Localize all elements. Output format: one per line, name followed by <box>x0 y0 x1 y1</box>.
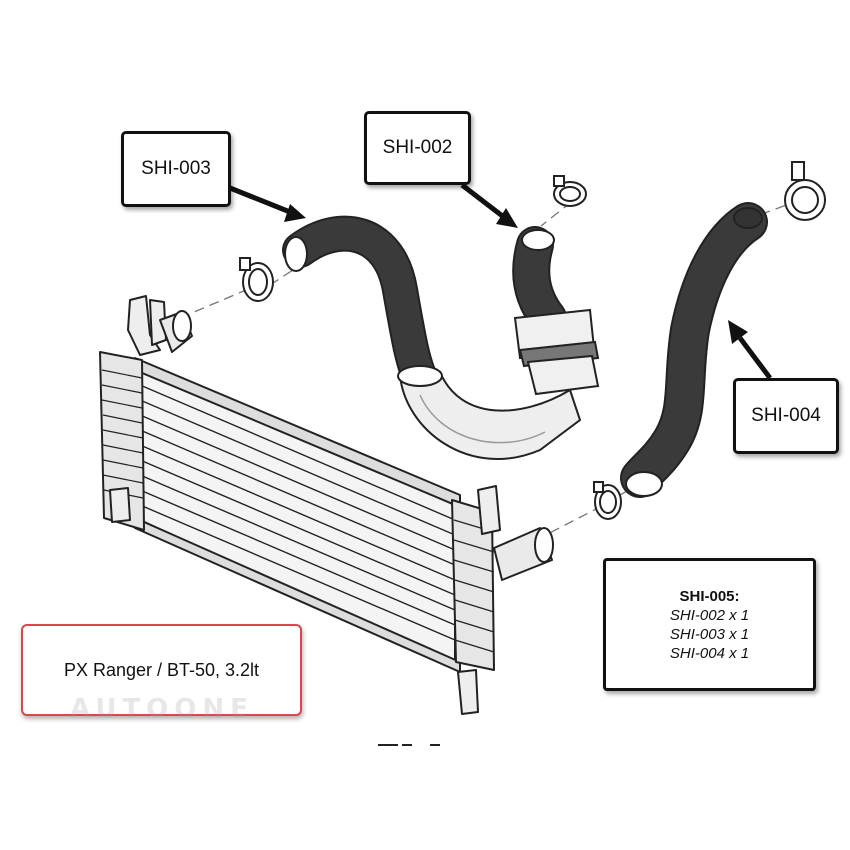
silicone-coupler <box>513 308 600 396</box>
hose-clamp-4 <box>593 481 622 520</box>
callout-shi-004: SHI-004 <box>733 378 839 454</box>
hose-shi-003 <box>282 215 438 396</box>
callout-shi-003: SHI-003 <box>121 131 231 207</box>
watermark: AUTOONE <box>70 694 254 724</box>
kit-title: SHI-005: <box>679 587 740 605</box>
kit-item-2: SHI-003 x 1 <box>669 625 750 643</box>
hose-shi-002 <box>512 226 567 337</box>
kit-item-3: SHI-004 x 1 <box>669 644 750 662</box>
kit-contents-box: SHI-005: SHI-002 x 1 SHI-003 x 1 SHI-004… <box>603 558 816 691</box>
intercooler <box>99 295 554 715</box>
callout-arrows <box>229 183 772 380</box>
metal-elbow-pipe <box>397 365 582 460</box>
hose-clamp-2 <box>553 175 587 207</box>
vehicle-label: PX Ranger / BT-50, 3.2lt <box>21 624 302 716</box>
hose-clamp-3 <box>784 161 826 221</box>
hose-shi-004 <box>620 202 768 498</box>
kit-item-1: SHI-002 x 1 <box>669 606 750 624</box>
hose-clamp-1 <box>239 257 274 302</box>
callout-shi-002: SHI-002 <box>364 111 471 185</box>
